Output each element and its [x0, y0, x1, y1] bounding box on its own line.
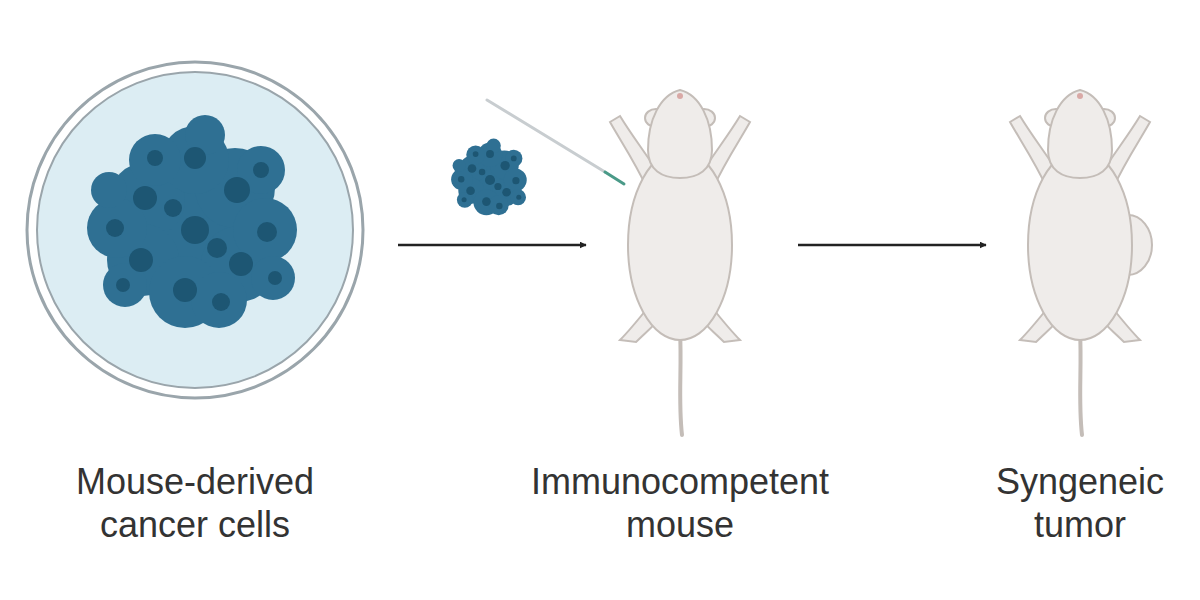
cancer-cell [251, 256, 295, 300]
process-arrow [798, 244, 986, 247]
cell-nucleus [466, 186, 475, 195]
cell-nucleus [479, 169, 485, 175]
cell-nucleus [253, 162, 269, 178]
cell-nucleus [207, 238, 227, 258]
cell-nucleus [468, 164, 477, 173]
cell-nucleus [229, 252, 253, 276]
node-label: Mouse-derived cancer cells [20, 460, 370, 546]
mouse-figure [1010, 90, 1152, 435]
cell-nucleus [516, 195, 521, 200]
node-label: Immunocompetent mouse [500, 460, 860, 546]
cell-nucleus [512, 177, 519, 184]
cancer-cell [489, 195, 509, 215]
cell-nucleus [181, 216, 209, 244]
cell-nucleus [106, 219, 124, 237]
cancer-cell [91, 172, 127, 208]
mouse-figure [610, 90, 750, 435]
cell-nucleus [496, 203, 502, 209]
cell-cluster [451, 139, 527, 216]
cell-nucleus [462, 197, 467, 202]
process-arrow [398, 244, 586, 247]
cell-nucleus [502, 188, 511, 197]
cancer-cell [191, 272, 247, 328]
mouse-illustration [590, 40, 770, 440]
illustration-node: Mouse-derived cancer cells [20, 40, 370, 546]
cell-nucleus [486, 150, 494, 158]
mouse-illustration [990, 40, 1170, 440]
cancer-cell [129, 134, 181, 186]
cell-nucleus [212, 293, 230, 311]
cancer-cell [453, 159, 466, 172]
cell-nucleus [482, 197, 491, 206]
cancer-cell [510, 189, 526, 205]
cell-nucleus [257, 222, 277, 242]
cell-nucleus [129, 248, 153, 272]
cell-nucleus [268, 271, 282, 285]
cell-nucleus [173, 278, 197, 302]
cell-nucleus [147, 150, 163, 166]
syringe-needle [605, 172, 624, 184]
cell-nucleus [485, 175, 495, 185]
cancer-cell [466, 145, 485, 164]
cell-nucleus [494, 183, 501, 190]
illustration-node: Syngeneic tumor [975, 40, 1185, 546]
cell-nucleus [224, 177, 250, 203]
node-label: Syngeneic tumor [975, 460, 1185, 546]
cell-nucleus [473, 151, 479, 157]
cell-nucleus [458, 176, 464, 182]
syringe-barrel [487, 100, 605, 172]
cell-nucleus [500, 161, 509, 170]
petri-dish [20, 40, 370, 440]
cell-cluster [87, 115, 297, 328]
petri-dish [37, 72, 353, 388]
cell-nucleus [184, 147, 206, 169]
cell-nucleus [133, 186, 157, 210]
cell-nucleus [164, 199, 182, 217]
dish-rim [27, 62, 363, 398]
illustration-node: Immunocompetent mouse [500, 40, 860, 546]
cell-nucleus [116, 278, 130, 292]
cell-nucleus [511, 156, 517, 162]
